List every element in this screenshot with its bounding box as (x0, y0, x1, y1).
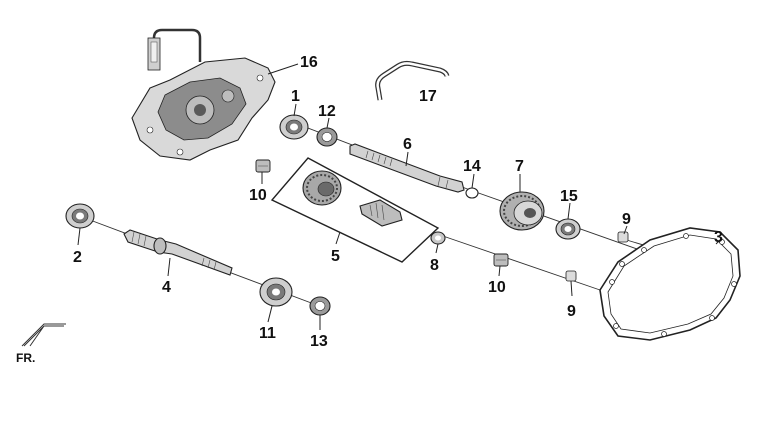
needle-bearing-part-10-lower (493, 253, 509, 267)
callout-14: 14 (463, 158, 481, 175)
callout-6: 6 (403, 136, 412, 153)
bearing-part-11 (259, 277, 293, 307)
callout-numbers: 16 17 1 12 6 14 7 15 9 3 10 5 8 10 9 2 4… (73, 54, 723, 350)
callout-2: 2 (73, 249, 82, 266)
bearing-part-1 (279, 114, 309, 140)
callout-10-lower: 10 (488, 279, 506, 296)
callout-16: 16 (300, 54, 318, 71)
callout-7: 7 (515, 158, 524, 175)
gear-set-part-5 (270, 157, 440, 263)
callout-10-upper: 10 (249, 187, 267, 204)
callout-4: 4 (162, 279, 171, 296)
callout-3: 3 (714, 229, 723, 246)
front-direction-arrow: FR. (16, 323, 66, 365)
callout-13: 13 (310, 333, 328, 350)
oil-seal-part-13 (309, 296, 331, 316)
countershaft-part-4 (123, 229, 233, 276)
oil-seal-part-12 (316, 127, 338, 147)
needle-bearing-part-10-upper (255, 159, 271, 173)
dowel-pin-part-9-lower (565, 270, 577, 282)
bearing-part-15 (555, 218, 581, 240)
gasket-part-3 (599, 227, 741, 341)
callout-11: 11 (259, 325, 276, 342)
callout-17: 17 (419, 88, 437, 105)
callout-9-lower: 9 (567, 303, 576, 320)
callout-5: 5 (331, 248, 340, 265)
callout-15: 15 (560, 188, 578, 205)
callout-9-upper: 9 (622, 211, 631, 228)
callout-8: 8 (430, 257, 439, 274)
callout-leader-lines (77, 63, 723, 330)
callout-1: 1 (291, 88, 300, 105)
dowel-pin-part-9-upper (617, 231, 629, 243)
breather-hose-part (375, 60, 450, 101)
bearing-part-2 (65, 203, 95, 229)
front-direction-label: FR. (16, 351, 35, 365)
drive-shaft-part-6 (349, 143, 465, 193)
callout-12: 12 (318, 103, 336, 120)
washer-part-8 (430, 231, 446, 245)
crankcase-cover-part (131, 28, 276, 161)
washer-part-14 (465, 187, 479, 199)
final-gear-part-7 (499, 191, 545, 231)
